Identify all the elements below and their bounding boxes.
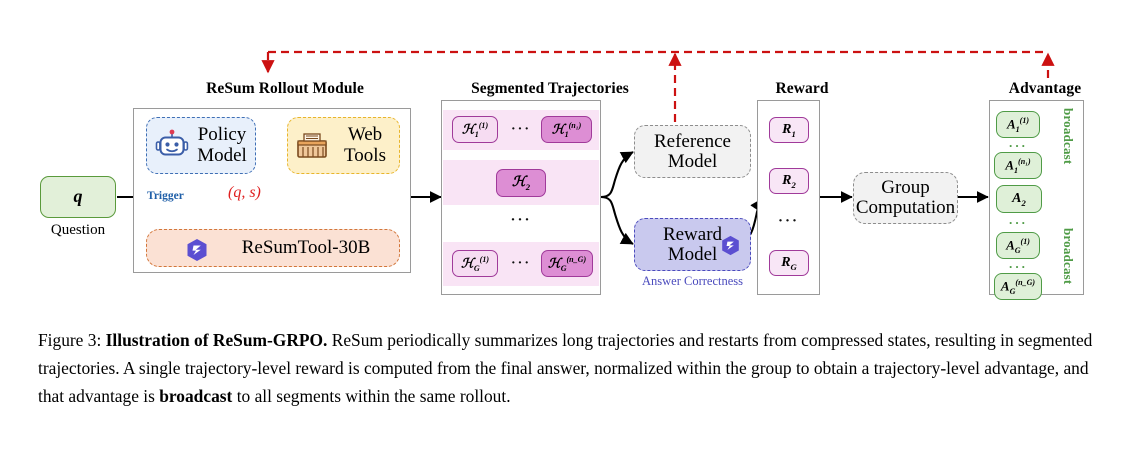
advantage-box-2-text: A1(n₁) xyxy=(1005,156,1031,175)
web-tools-box: Web Tools xyxy=(287,117,400,174)
group-computation-line2: Computation xyxy=(855,197,956,218)
reward-box-1: R1 xyxy=(769,117,809,143)
segment-row-3-ellipsis: ··· xyxy=(510,256,531,271)
question-symbol: q xyxy=(73,186,83,207)
segment-box-3-last: ℋG(n_G) xyxy=(541,250,593,277)
advantage-ellipsis-2: ··· xyxy=(1008,215,1028,230)
advantage-box-1-text: A1(1) xyxy=(1006,115,1030,134)
segment-box-1-first-text: ℋ1(1) xyxy=(461,120,489,139)
advantage-box-3-text: A2 xyxy=(1012,190,1026,208)
advantage-box-1: A1(1) xyxy=(996,111,1040,138)
advantage-box-2: A1(n₁) xyxy=(994,152,1042,179)
question-box: q xyxy=(40,176,116,218)
resumtool-label: ReSumTool-30B xyxy=(241,237,371,258)
advantage-box-4: AG(1) xyxy=(996,232,1040,259)
broadcast-label-top: broadcast xyxy=(1061,108,1076,165)
reward-box-2: R2 xyxy=(769,168,809,194)
answer-correctness-label: Answer Correctness xyxy=(641,274,743,288)
question-label: Question xyxy=(50,222,106,238)
toolbox-icon xyxy=(296,132,328,160)
reward-box-2-text: R2 xyxy=(782,172,796,190)
section-title-advantage: Advantage xyxy=(1008,80,1082,97)
reward-box-3: RG xyxy=(769,250,809,276)
reference-model-box: Reference Model xyxy=(634,125,751,178)
web-tools-label-line1: Web xyxy=(347,124,383,145)
segment-box-2-text: ℋ2 xyxy=(511,175,531,192)
policy-model-label-line2: Model xyxy=(197,145,247,166)
segment-box-3-last-text: ℋG(n_G) xyxy=(547,254,587,273)
segment-box-2: ℋ2 xyxy=(496,169,546,197)
reference-model-line1: Reference xyxy=(654,130,731,152)
group-computation-box: Group Computation xyxy=(853,172,958,224)
reward-model-line1: Reward xyxy=(662,223,723,245)
policy-model-box: Policy Model xyxy=(146,117,256,174)
advantage-ellipsis-1: ··· xyxy=(1008,138,1028,153)
advantage-box-4-text: AG(1) xyxy=(1006,236,1030,255)
reward-box-3-text: RG xyxy=(781,254,797,272)
segment-box-1-first: ℋ1(1) xyxy=(452,116,498,143)
reward-panel-ellipsis: ··· xyxy=(777,213,799,229)
resumtool-logo-icon-small xyxy=(720,235,741,256)
group-computation-line1: Group xyxy=(881,177,930,199)
caption-bold-title: Illustration of ReSum-GRPO. xyxy=(105,330,328,350)
arrow-segments-split xyxy=(600,151,634,245)
segment-box-3-first: ℋG(1) xyxy=(452,250,498,277)
resumtool-logo-icon xyxy=(185,238,209,262)
advantage-box-5-text: AG(n_G) xyxy=(1000,277,1036,296)
advantage-ellipsis-3: ··· xyxy=(1008,259,1028,274)
advantage-box-5: AG(n_G) xyxy=(994,273,1042,300)
segment-row-1-ellipsis: ··· xyxy=(510,122,531,137)
qs-label: (q, s) xyxy=(228,184,261,201)
section-title-reward: Reward xyxy=(775,80,829,97)
reward-model-line2: Model xyxy=(667,243,718,265)
robot-icon xyxy=(155,129,189,163)
caption-body-1: ReSum periodically summarizes long traje… xyxy=(38,330,1093,407)
policy-model-label-line1: Policy xyxy=(197,124,247,145)
reference-model-line2: Model xyxy=(667,150,718,172)
trigger-label: Trigger xyxy=(147,190,184,202)
caption-body-2: to all segments within the same rollout. xyxy=(232,386,511,407)
section-title-segments: Segmented Trajectories xyxy=(471,80,629,97)
segment-rows-ellipsis: ··· xyxy=(510,212,532,228)
reward-box-1-text: R1 xyxy=(782,121,796,139)
web-tools-label-line2: Tools xyxy=(344,145,386,166)
advantage-box-3: A2 xyxy=(996,185,1042,213)
section-title-rollout: ReSum Rollout Module xyxy=(206,80,364,97)
caption-prefix: Figure 3: xyxy=(38,330,106,350)
resumtool-box: ReSumTool-30B xyxy=(146,229,400,267)
segment-box-3-first-text: ℋG(1) xyxy=(460,254,490,273)
broadcast-label-bottom: broadcast xyxy=(1061,228,1076,285)
segment-box-1-last-text: ℋ1(n₁) xyxy=(551,120,582,139)
caption-bold-word: broadcast xyxy=(159,386,233,407)
segment-box-1-last: ℋ1(n₁) xyxy=(541,116,592,143)
reward-model-box: Reward Model xyxy=(634,218,751,271)
figure-caption: Figure 3: Illustration of ReSum-GRPO. Re… xyxy=(38,326,1096,411)
